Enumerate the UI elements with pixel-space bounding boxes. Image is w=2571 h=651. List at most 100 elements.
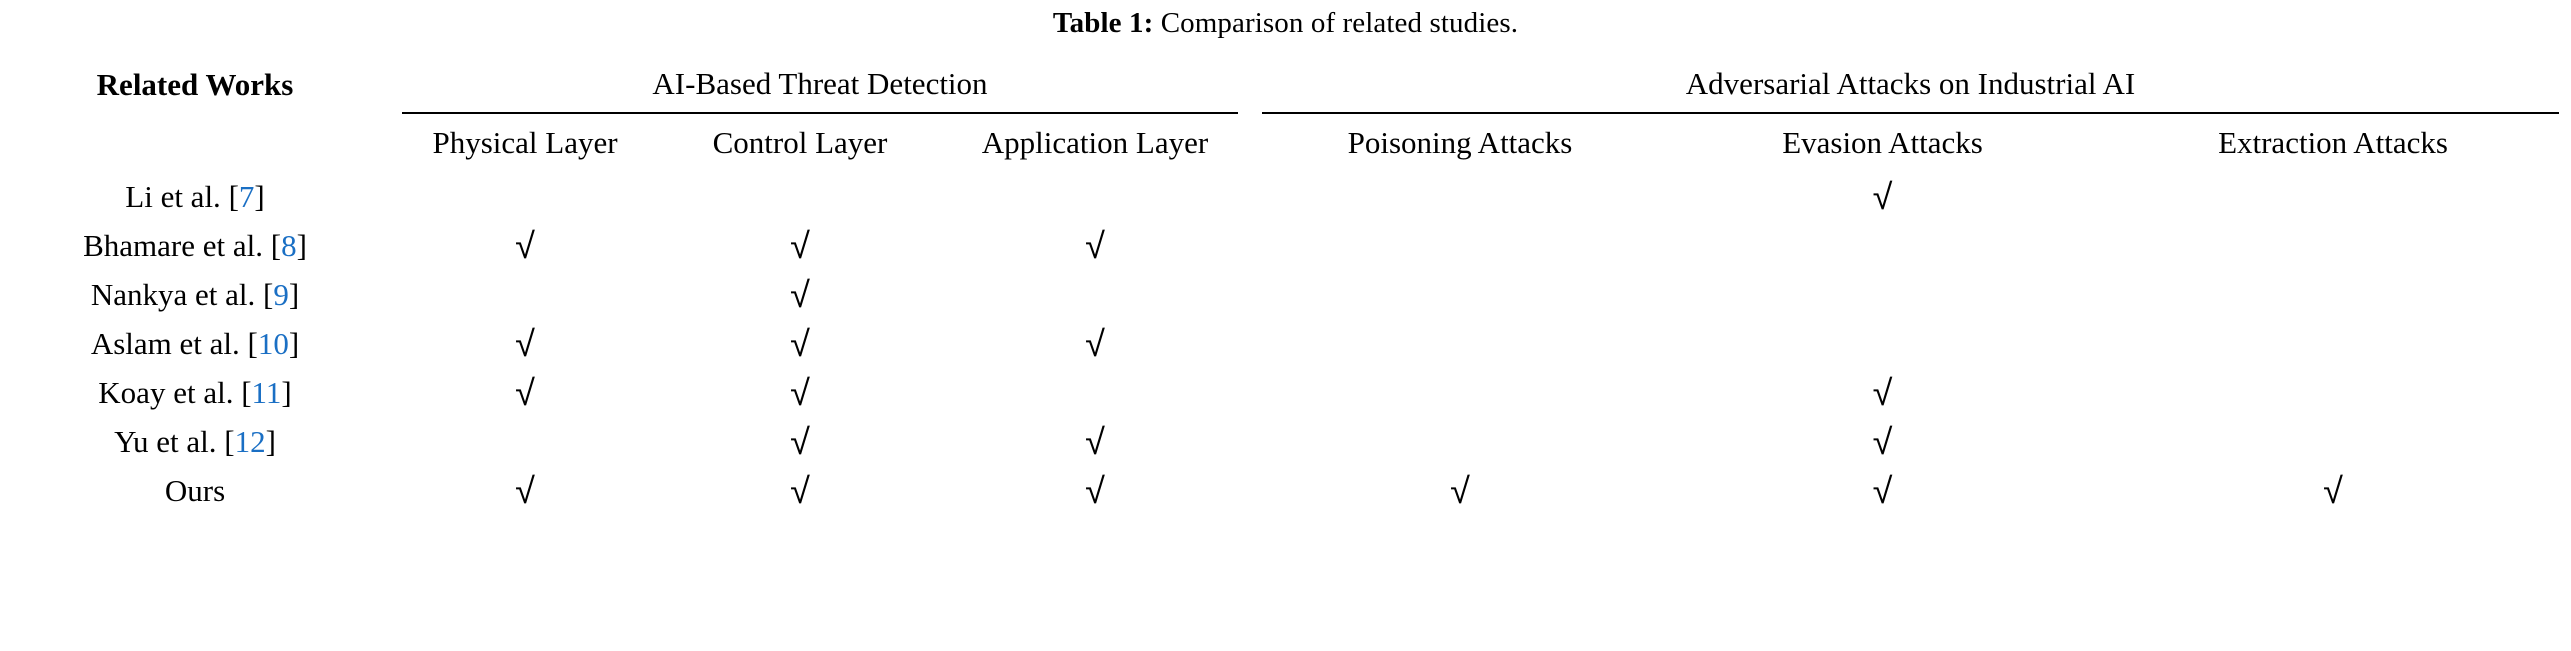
check-icon: √	[790, 275, 810, 316]
cell-extraction-attacks	[2095, 270, 2571, 319]
cell-extraction-attacks	[2095, 221, 2571, 270]
citation-number: 12	[234, 424, 266, 459]
check-icon: √	[1085, 471, 1105, 512]
row-label-cell: Bhamare et al. [8]	[0, 221, 390, 270]
cell-application-layer: √	[940, 221, 1250, 270]
work-name: Ours	[164, 473, 226, 508]
empty-cell	[1091, 368, 1099, 417]
check-icon: √	[515, 373, 535, 414]
citation-link[interactable]: [8]	[271, 228, 307, 263]
column-header-physical-layer: Physical Layer	[432, 125, 618, 160]
group-cmidrule-row	[0, 112, 2571, 114]
citation-bracket-close: ]	[288, 326, 300, 361]
check-icon: √	[790, 471, 810, 512]
table-row: Nankya et al. [9] √	[0, 270, 2571, 319]
group-header-adversarial-attacks: Adversarial Attacks on Industrial AI	[1685, 66, 2136, 101]
citation-number: 7	[238, 179, 255, 214]
column-header-evasion-attacks: Evasion Attacks	[1782, 125, 1983, 160]
table-row: Ours√√√√√√	[0, 466, 2571, 515]
cell-control-layer: √	[660, 221, 940, 270]
table-row: Koay et al. [11] √ √ √	[0, 368, 2571, 417]
citation-bracket-close: ]	[265, 424, 276, 459]
cell-poisoning-attacks	[1250, 368, 1670, 417]
column-header-spacer	[0, 114, 390, 172]
cmidrule-ai-threat-detection	[390, 112, 1250, 114]
table-row: Yu et al. [12] √√ √	[0, 417, 2571, 466]
citation-link[interactable]: [11]	[241, 375, 292, 410]
citation-link[interactable]: [9]	[263, 277, 299, 312]
citation-bracket-open: [	[228, 179, 239, 214]
row-label-cell: Li et al. [7]	[0, 172, 390, 221]
column-header-poisoning-attacks: Poisoning Attacks	[1347, 125, 1573, 160]
cell-poisoning-attacks: √	[1250, 466, 1670, 515]
cell-evasion-attacks	[1670, 221, 2095, 270]
empty-cell	[1456, 221, 1464, 270]
cell-physical-layer: √	[390, 368, 660, 417]
check-icon: √	[1872, 422, 1893, 463]
cell-poisoning-attacks	[1250, 417, 1670, 466]
cell-poisoning-attacks	[1250, 172, 1670, 221]
work-name: Aslam et al.	[90, 326, 240, 361]
cell-poisoning-attacks	[1250, 221, 1670, 270]
cell-application-layer: √	[940, 319, 1250, 368]
cell-application-layer	[940, 172, 1250, 221]
row-label-cell: Koay et al. [11]	[0, 368, 390, 417]
cell-extraction-attacks	[2095, 319, 2571, 368]
empty-cell	[1456, 368, 1464, 417]
work-name: Nankya et al.	[90, 277, 256, 312]
cmidrule-adversarial-attacks	[1250, 112, 2571, 114]
table-caption: Table 1: Comparison of related studies.	[0, 0, 2571, 38]
citation-link[interactable]: [10]	[248, 326, 300, 361]
citation-bracket-close: ]	[254, 179, 265, 214]
work-name: Li et al.	[125, 179, 221, 214]
check-icon: √	[1085, 422, 1105, 463]
work-name: Koay et al.	[98, 375, 234, 410]
cell-application-layer: √	[940, 466, 1250, 515]
check-icon: √	[515, 226, 535, 267]
group-header-row: Related Works AI-Based Threat Detection …	[0, 56, 2571, 112]
cell-control-layer: √	[660, 319, 940, 368]
column-header-control-layer: Control Layer	[712, 125, 888, 160]
cell-poisoning-attacks	[1250, 319, 1670, 368]
related-works-label: Related Works	[96, 67, 294, 102]
caption-label: Table 1:	[1052, 7, 1154, 39]
citation-link[interactable]: [12]	[224, 424, 276, 459]
empty-cell	[1456, 172, 1464, 221]
check-icon: √	[515, 471, 535, 512]
citation-link[interactable]: [7]	[229, 179, 265, 214]
cell-evasion-attacks: √	[1670, 466, 2095, 515]
citation-bracket-open: [	[241, 375, 252, 410]
cell-poisoning-attacks	[1250, 270, 1670, 319]
cell-application-layer	[940, 270, 1250, 319]
empty-cell	[1879, 221, 1887, 270]
empty-cell	[2329, 221, 2337, 270]
column-header-application-layer: Application Layer	[981, 125, 1209, 160]
empty-cell	[521, 417, 529, 466]
citation-bracket-open: [	[247, 326, 258, 361]
empty-cell	[1091, 270, 1099, 319]
check-icon: √	[790, 422, 810, 463]
cell-control-layer	[660, 172, 940, 221]
comparison-table: Related Works AI-Based Threat Detection …	[0, 56, 2571, 515]
citation-number: 8	[281, 228, 297, 263]
citation-number: 11	[251, 375, 282, 410]
cell-physical-layer	[390, 417, 660, 466]
citation-bracket-open: [	[270, 228, 282, 263]
cell-control-layer: √	[660, 417, 940, 466]
empty-cell	[2329, 417, 2337, 466]
empty-cell	[2329, 319, 2337, 368]
check-icon: √	[1872, 373, 1893, 414]
caption-text: Comparison of related studies.	[1160, 7, 1519, 39]
citation-bracket-open: [	[224, 424, 235, 459]
cell-physical-layer	[390, 172, 660, 221]
empty-cell	[1456, 319, 1464, 368]
cell-control-layer: √	[660, 368, 940, 417]
empty-cell	[1456, 270, 1464, 319]
group-header-ai-threat-detection: AI-Based Threat Detection	[652, 66, 988, 101]
empty-cell	[2329, 368, 2337, 417]
cell-evasion-attacks: √	[1670, 417, 2095, 466]
cell-evasion-attacks	[1670, 270, 2095, 319]
cell-physical-layer: √	[390, 466, 660, 515]
empty-cell	[2329, 270, 2337, 319]
